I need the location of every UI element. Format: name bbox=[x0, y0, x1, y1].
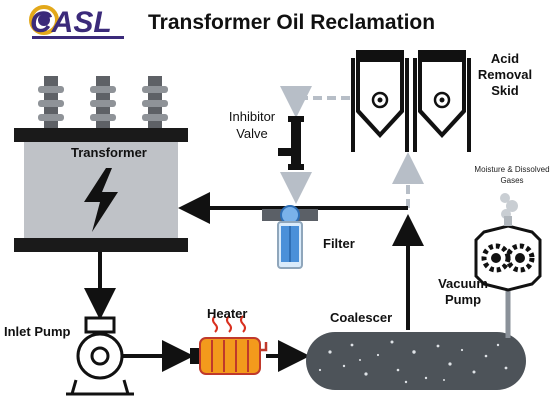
heater-inlet-fitting bbox=[190, 348, 200, 364]
inhibitor-label-line2: Valve bbox=[236, 126, 268, 141]
acid-skid-label-line2: Removal bbox=[478, 67, 532, 82]
filter-label: Filter bbox=[323, 236, 355, 251]
inhibitor-valve: Inhibitor Valve bbox=[229, 109, 304, 170]
gear-pair-icon bbox=[481, 243, 535, 273]
logo-underline bbox=[32, 36, 124, 39]
inlet-pump: Inlet Pump bbox=[4, 316, 134, 396]
coalescer: Coalescer bbox=[306, 310, 526, 390]
moisture-gases-label-line1: Moisture & Dissolved bbox=[474, 165, 549, 174]
coalescer-droplets bbox=[318, 340, 508, 384]
heater-label: Heater bbox=[207, 306, 247, 321]
acid-skid-label-line1: Acid bbox=[491, 51, 519, 66]
storage-tank-left bbox=[351, 50, 409, 152]
storage-tank-right bbox=[413, 50, 471, 152]
vacuum-pump: Moisture & Dissolved Gases Vacuum Pump bbox=[438, 165, 550, 338]
logo-gear-ring bbox=[29, 5, 59, 35]
transformer-bottom-cap bbox=[14, 238, 188, 252]
page-title: Transformer Oil Reclamation bbox=[148, 11, 435, 34]
return-flow-lines bbox=[280, 86, 424, 208]
acid-removal-skid: Acid Removal Skid bbox=[351, 50, 532, 152]
logo-text: CASL bbox=[30, 6, 112, 39]
valve-handle bbox=[278, 148, 292, 156]
main-flow-lines bbox=[84, 192, 424, 372]
transformer-label: Transformer bbox=[71, 145, 147, 160]
acid-skid-label-line3: Skid bbox=[491, 83, 519, 98]
heater-body bbox=[199, 337, 261, 375]
inhibitor-label-line1: Inhibitor bbox=[229, 109, 276, 124]
vacuum-pump-label-line1: Vacuum bbox=[438, 276, 488, 291]
valve-body bbox=[291, 116, 301, 170]
transformer: Transformer bbox=[14, 76, 188, 252]
vacuum-pump-label-line2: Pump bbox=[445, 292, 481, 307]
transformer-top-cap bbox=[14, 128, 188, 142]
transformer-bushings bbox=[38, 76, 168, 128]
lightning-bolt-icon bbox=[84, 168, 118, 232]
logo-gear-hub bbox=[38, 14, 50, 26]
skid-to-inhibitor-flow bbox=[280, 86, 350, 118]
heat-waves-icon bbox=[212, 315, 246, 333]
casl-logo: CASL bbox=[29, 5, 124, 39]
heater: Heater bbox=[190, 306, 268, 375]
pump-base bbox=[70, 379, 130, 396]
coalescer-label: Coalescer bbox=[330, 310, 392, 325]
moisture-gases-label-line2: Gases bbox=[500, 176, 523, 185]
filter: Filter bbox=[262, 205, 355, 269]
inlet-pump-label: Inlet Pump bbox=[4, 324, 71, 339]
coalescer-body bbox=[306, 332, 526, 390]
vapor-icon bbox=[500, 193, 518, 226]
